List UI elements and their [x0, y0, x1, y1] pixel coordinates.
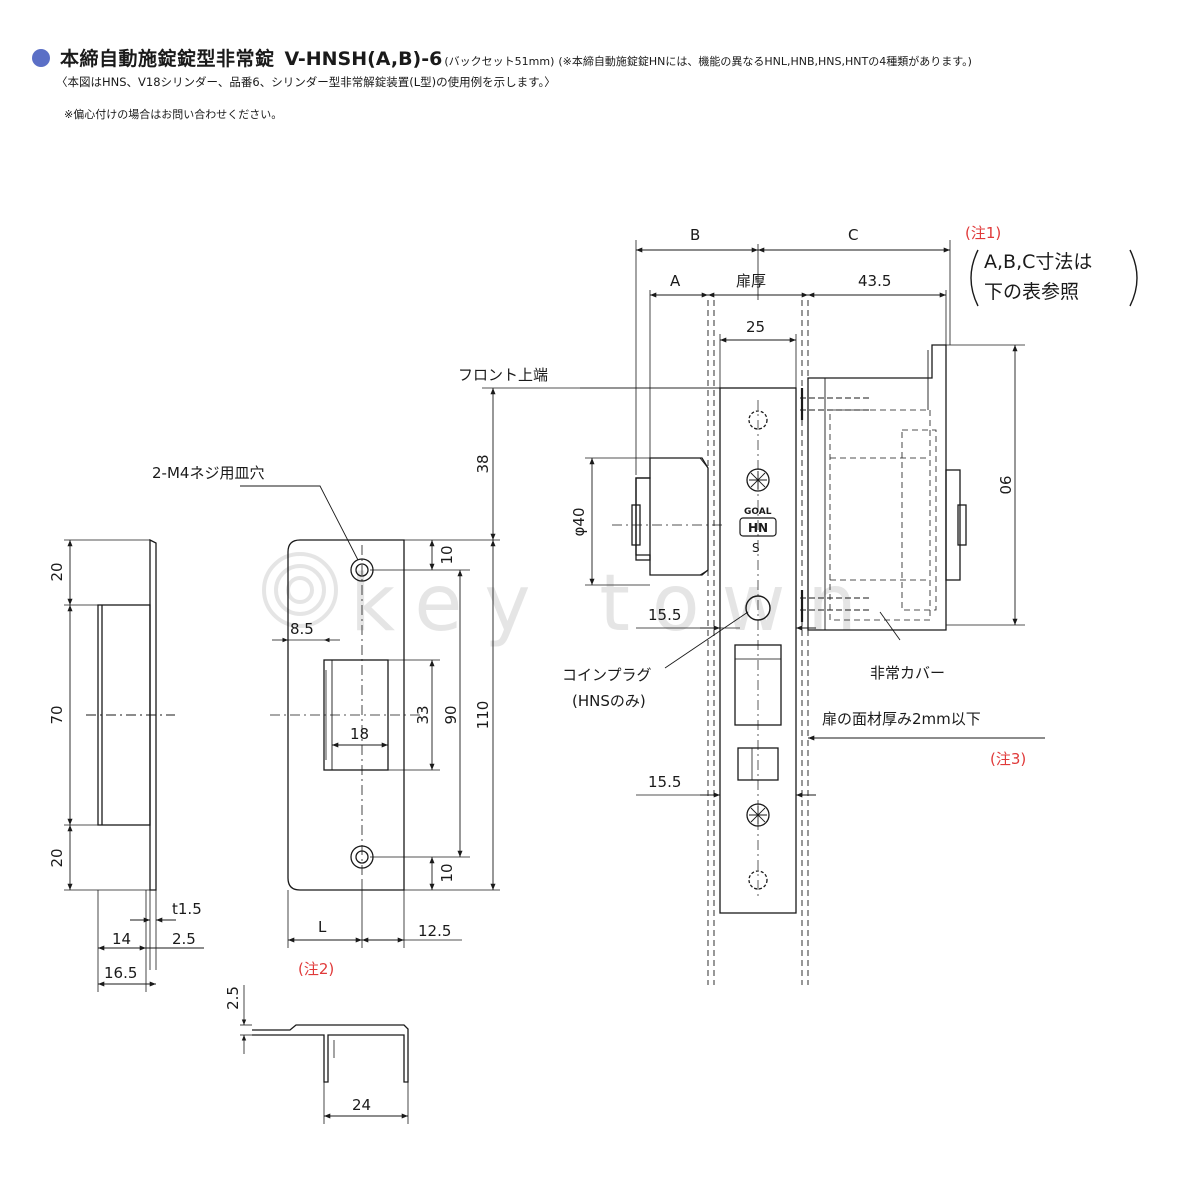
dim-10-bottom: 10 — [438, 863, 456, 882]
lock-case-view — [482, 240, 1045, 985]
dim-70: 70 — [48, 705, 66, 724]
dim-15-5-lower: 15.5 — [648, 773, 681, 791]
header: 本締自動施錠錠型非常錠 V-HNSH(A,B)-6 (バックセット51mm) (… — [32, 44, 1182, 122]
dim-20-bottom: 20 — [48, 848, 66, 867]
dim-110: 110 — [474, 701, 492, 730]
dim-90-lock: 90 — [996, 475, 1014, 494]
variant-note: (※本締自動施錠錠HNには、機能の異なるHNL,HNB,HNS,HNTの4種類が… — [558, 55, 972, 68]
dim-10-top: 10 — [438, 545, 456, 564]
dim-phi40: φ40 — [570, 508, 588, 537]
brand-mark: GOAL — [744, 507, 772, 517]
dim-2-5-side: 2.5 — [172, 930, 196, 948]
model-badge: HN — [748, 521, 768, 535]
dim-24: 24 — [352, 1096, 371, 1114]
dim-90-strike: 90 — [442, 705, 460, 724]
dim-door-thickness: 扉厚 — [736, 272, 766, 290]
dim-B: B — [690, 226, 700, 244]
dim-33: 33 — [414, 705, 432, 724]
dim-A: A — [670, 272, 681, 290]
dim-43-5: 43.5 — [858, 272, 891, 290]
note-1: (注1) — [965, 224, 1001, 242]
note-3: (注3) — [990, 750, 1026, 768]
face-thickness-note: 扉の面材厚み2mm以下 — [822, 710, 981, 728]
dim-L: L — [318, 918, 327, 936]
note-1-line1: A,B,C寸法は — [984, 251, 1092, 273]
dim-38: 38 — [474, 454, 492, 473]
dim-14: 14 — [112, 930, 131, 948]
backset-note: (バックセット51mm) — [444, 55, 555, 68]
strike-front-view — [240, 485, 500, 948]
front-top-label: フロント上端 — [458, 366, 548, 384]
note-2: (注2) — [298, 960, 334, 978]
strike-bottom-view — [240, 985, 409, 1124]
cover-label: 非常カバー — [870, 664, 945, 682]
model-badge-s: S — [752, 541, 760, 555]
coin-plug-label: コインプラグ — [562, 666, 652, 684]
screw-hole-label: 2-M4ネジ用皿穴 — [152, 464, 264, 482]
dim-16-5: 16.5 — [104, 964, 137, 982]
strike-side-view — [64, 538, 204, 992]
watermark: key town — [262, 552, 879, 649]
dim-C: C — [848, 226, 858, 244]
coin-plug-sub: (HNSのみ) — [572, 692, 646, 710]
dim-20-top: 20 — [48, 562, 66, 581]
watermark-text: key town — [350, 559, 879, 649]
dim-t1-5: t1.5 — [172, 900, 202, 918]
model-name: V-HNSH(A,B)-6 — [284, 48, 443, 70]
dim-8-5: 8.5 — [290, 620, 314, 638]
page-title: 本締自動施錠錠型非常錠 — [60, 48, 275, 70]
bullet-dot — [32, 49, 50, 67]
dim-15-5-upper: 15.5 — [648, 606, 681, 624]
dim-18: 18 — [350, 725, 369, 743]
offset-note: ※偏心付けの場合はお問い合わせください。 — [64, 108, 283, 121]
dim-12-5: 12.5 — [418, 922, 451, 940]
figure-note: 〈本図はHNS、V18シリンダー、品番6、シリンダー型非常解錠装置(L型)の使用… — [56, 75, 556, 89]
dim-25: 25 — [746, 318, 765, 336]
dim-2-5-bottom: 2.5 — [224, 986, 242, 1010]
note-1-box: A,B,C寸法は 下の表参照 — [970, 249, 1138, 307]
note-1-line2: 下の表参照 — [984, 281, 1079, 303]
